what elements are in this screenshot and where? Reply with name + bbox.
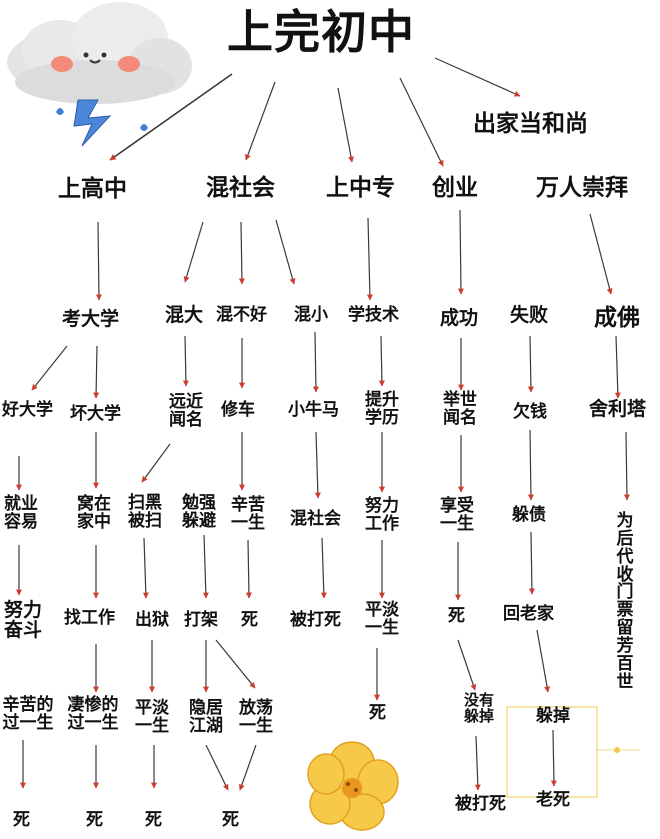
node-find-job: 找工作 <box>64 608 115 628</box>
node-old-death: 老死 <box>536 790 570 810</box>
node-society: 混社会 <box>206 175 275 201</box>
cloud-face-icon <box>7 2 192 104</box>
node-big-boss: 混大 <box>165 304 204 326</box>
node-small-horse: 小牛马 <box>288 400 339 420</box>
node-hard-one: 辛苦一生 <box>231 495 265 533</box>
node-easy-job: 就业容易 <box>4 494 38 532</box>
node-hard-life: 辛苦的过一生 <box>2 695 54 733</box>
node-beaten: 被打死 <box>290 610 341 630</box>
node-death-2: 死 <box>86 810 103 830</box>
node-death-4: 死 <box>222 810 239 830</box>
node-reluctant: 勉强躲避 <box>182 493 216 531</box>
node-degree: 提升学历 <box>365 390 399 428</box>
node-death-3: 死 <box>145 810 162 830</box>
node-home: 回老家 <box>503 604 554 624</box>
node-relic: 舍利塔 <box>589 398 647 420</box>
node-far-famous: 远近闻名 <box>169 392 203 430</box>
diagram-title: 上完初中 <box>227 5 415 59</box>
node-worship: 万人崇拜 <box>536 175 628 201</box>
node-hide-debt: 躲债 <box>512 505 546 525</box>
node-success: 成功 <box>440 307 479 329</box>
node-exam: 考大学 <box>62 308 120 330</box>
node-retire: 隐居江湖 <box>189 698 223 736</box>
node-debt: 欠钱 <box>513 402 547 422</box>
node-enjoy: 享受一生 <box>440 496 474 534</box>
node-famous: 举世闻名 <box>443 390 477 428</box>
node-repair-car: 修车 <box>221 400 255 420</box>
node-miserable-life: 凄惨的过一生 <box>67 695 119 733</box>
node-monk: 出家当和尚 <box>473 111 588 137</box>
node-vocational-plain: 平淡一生 <box>365 600 399 638</box>
node-bad-uni: 坏大学 <box>70 404 121 424</box>
node-unruly: 放荡一生 <box>239 698 273 736</box>
node-vocational-death: 死 <box>369 703 386 723</box>
node-struggle: 努力奋斗 <box>3 599 42 641</box>
node-failure: 失败 <box>510 304 549 326</box>
node-not-well: 混不好 <box>216 305 267 325</box>
node-startup: 创业 <box>432 175 478 201</box>
node-good-uni: 好大学 <box>2 400 53 420</box>
node-high-school: 上高中 <box>58 176 127 202</box>
node-mix-society: 混社会 <box>290 509 341 529</box>
node-startup-death: 死 <box>448 606 465 626</box>
node-plain-life: 平淡一生 <box>135 698 169 736</box>
node-escaped-not: 没有躲掉 <box>463 691 494 725</box>
node-escaped: 躲掉 <box>536 706 570 726</box>
node-vocational: 上中专 <box>326 175 395 201</box>
node-stay-home: 窝在家中 <box>77 494 111 532</box>
node-skills: 学技术 <box>348 305 399 325</box>
node-death-5: 死 <box>241 610 258 630</box>
node-death-1: 死 <box>13 810 30 830</box>
node-prison-out: 出狱 <box>135 610 169 630</box>
highlight-box <box>506 706 598 798</box>
node-legacy: 为后代收门票留芳百世 <box>616 511 634 692</box>
node-fight: 打架 <box>184 610 218 630</box>
node-buddha: 成佛 <box>594 305 640 331</box>
node-small: 混小 <box>294 305 328 325</box>
flower-icon <box>307 741 399 831</box>
node-work-hard: 努力工作 <box>365 496 399 534</box>
node-startup-beaten: 被打死 <box>455 794 506 814</box>
node-crackdown: 扫黑被扫 <box>128 493 162 531</box>
lightning-icon <box>56 99 148 147</box>
